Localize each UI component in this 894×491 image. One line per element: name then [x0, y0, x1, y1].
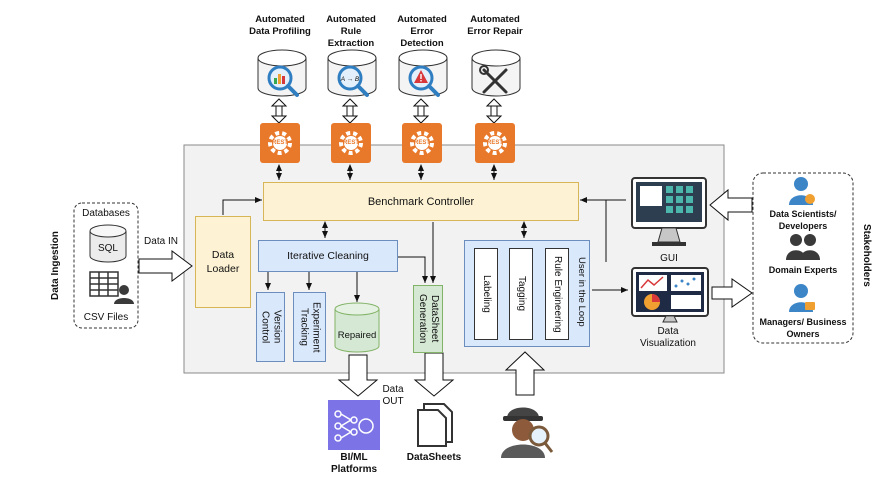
version-control[interactable]: Version Control: [256, 292, 285, 362]
data-ingestion-side-label: Data Ingestion: [50, 231, 61, 301]
sql-database-icon: [89, 224, 127, 263]
magnifier-rule-icon: [327, 49, 377, 97]
experiment-tracking-label: Experiment Tracking: [298, 301, 322, 353]
tool-label-profiling: Automated Data Profiling: [249, 14, 311, 37]
tool-label-error-detection: Automated Error Detection: [397, 14, 447, 49]
magnifier-warning-icon: [398, 49, 448, 97]
benchmark-controller[interactable]: Benchmark Controller: [263, 182, 579, 221]
rest-gear-icon: [260, 123, 300, 163]
bi-ml-platform-icon: [328, 400, 380, 450]
manager-user-icon: [789, 284, 815, 312]
stakeholder-managers: Managers/ Business Owners: [759, 317, 847, 339]
datasheet-generation-label: DataSheet Generation: [417, 294, 440, 344]
tagging-label: Tagging: [516, 276, 527, 312]
sql-label: SQL: [97, 243, 118, 254]
stakeholders-side-label: Stakeholders: [861, 223, 872, 287]
databases-label: Databases: [82, 208, 130, 219]
detective-user-icon: [501, 407, 554, 458]
iterative-cleaning[interactable]: Iterative Cleaning: [258, 240, 398, 272]
rest-label: REST: [271, 140, 288, 146]
rule-engineering-label: Rule Engineering: [552, 255, 563, 333]
data-visualization-label: Data Visualization: [640, 326, 696, 349]
data-scientist-user-icon: [789, 177, 815, 205]
hollow-arrows: [138, 188, 753, 397]
data-loader[interactable]: Data Loader: [195, 216, 251, 308]
domain-experts-group-icon: [786, 234, 820, 260]
version-control-label: Version Control: [259, 310, 283, 344]
datasheets-label: DataSheets: [406, 452, 462, 463]
data-loader-label: Data Loader: [206, 249, 240, 275]
labeling-label: Labeling: [481, 275, 492, 313]
rest-gear-icon: [475, 123, 515, 163]
iterative-cleaning-label: Iterative Cleaning: [287, 250, 369, 262]
datasheet-generation[interactable]: DataSheet Generation: [413, 285, 443, 353]
rest-gear-icon: [402, 123, 442, 163]
csv-table-user-icon: [89, 271, 134, 304]
experiment-tracking[interactable]: Experiment Tracking: [293, 292, 326, 362]
tool-label-rule-extraction: Automated Rule Extraction: [326, 14, 376, 49]
labeling-box[interactable]: Labeling: [474, 248, 498, 340]
bi-ml-platforms-label: BI/ML Platforms: [330, 452, 378, 475]
tool-label-error-repair: Automated Error Repair: [467, 14, 523, 37]
rule-glyph: A → B: [340, 76, 360, 83]
tagging-box[interactable]: Tagging: [509, 248, 533, 340]
data-in-label: Data IN: [144, 236, 178, 247]
rest-controller-links: [276, 164, 497, 180]
gui-monitor-icon: [631, 177, 707, 246]
datasheets-document-icon: [417, 403, 453, 447]
rule-engineering-box[interactable]: Rule Engineering: [545, 248, 569, 340]
repaired-label: Repaired: [337, 330, 377, 341]
data-out-label: Data OUT: [382, 384, 404, 407]
magnifier-chart-icon: [257, 49, 307, 97]
tool-rest-links: [275, 106, 498, 116]
rest-label: REST: [413, 140, 430, 146]
rest-gear-icon: [331, 123, 371, 163]
repaired-database-icon: [334, 302, 380, 353]
dashboard-monitor-icon: [631, 267, 709, 323]
internal-links: [222, 197, 628, 302]
rest-label: REST: [342, 140, 359, 146]
user-in-loop-label: User in the Loop: [576, 257, 587, 327]
gui-label: GUI: [660, 253, 678, 264]
stakeholder-domain-experts: Domain Experts: [768, 265, 838, 275]
benchmark-controller-label: Benchmark Controller: [367, 195, 475, 208]
rest-label: REST: [486, 140, 503, 146]
stakeholder-data-scientists: Data Scientists/ Developers: [769, 209, 837, 231]
ingestion-group: [73, 202, 139, 329]
csv-files-label: CSV Files: [83, 312, 129, 323]
wrench-screwdriver-icon: [471, 49, 521, 97]
tool-rest-arrowheads: [270, 98, 503, 124]
